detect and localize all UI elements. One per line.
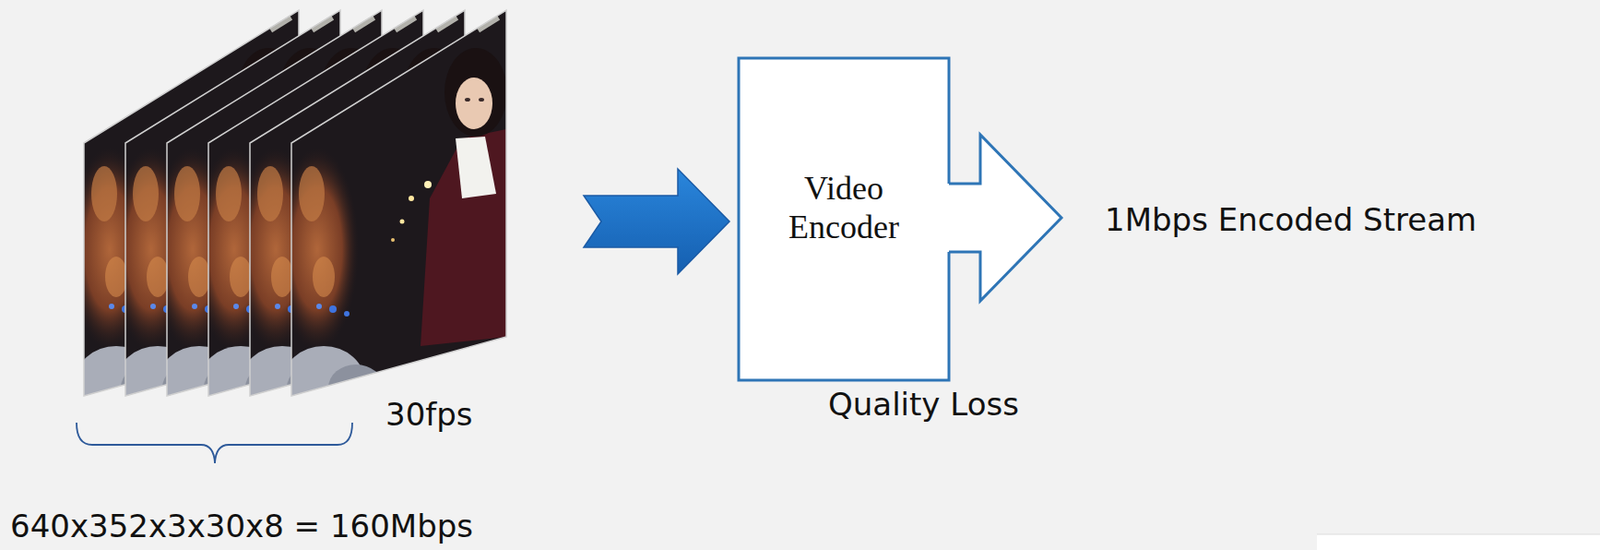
annotation: 640x352x3x30x8 = 160Mbps <box>10 509 474 544</box>
input-arrow <box>583 168 730 274</box>
box-border <box>738 58 949 380</box>
box-text: Video Encoder <box>770 169 918 247</box>
corner-patch <box>1316 533 1600 550</box>
brace <box>76 422 353 463</box>
frame-stack <box>68 0 513 420</box>
output-arrow-fill <box>948 134 1062 301</box>
annotation: Quality Loss <box>828 387 1020 422</box>
corner-line <box>1316 533 1600 535</box>
annotation: 1Mbps Encoded Stream <box>1104 202 1477 238</box>
annotation: 30fps <box>385 397 474 432</box>
process-box: Video Encoder <box>738 58 949 380</box>
output-arrow <box>948 134 1062 301</box>
box-fill <box>738 58 949 380</box>
